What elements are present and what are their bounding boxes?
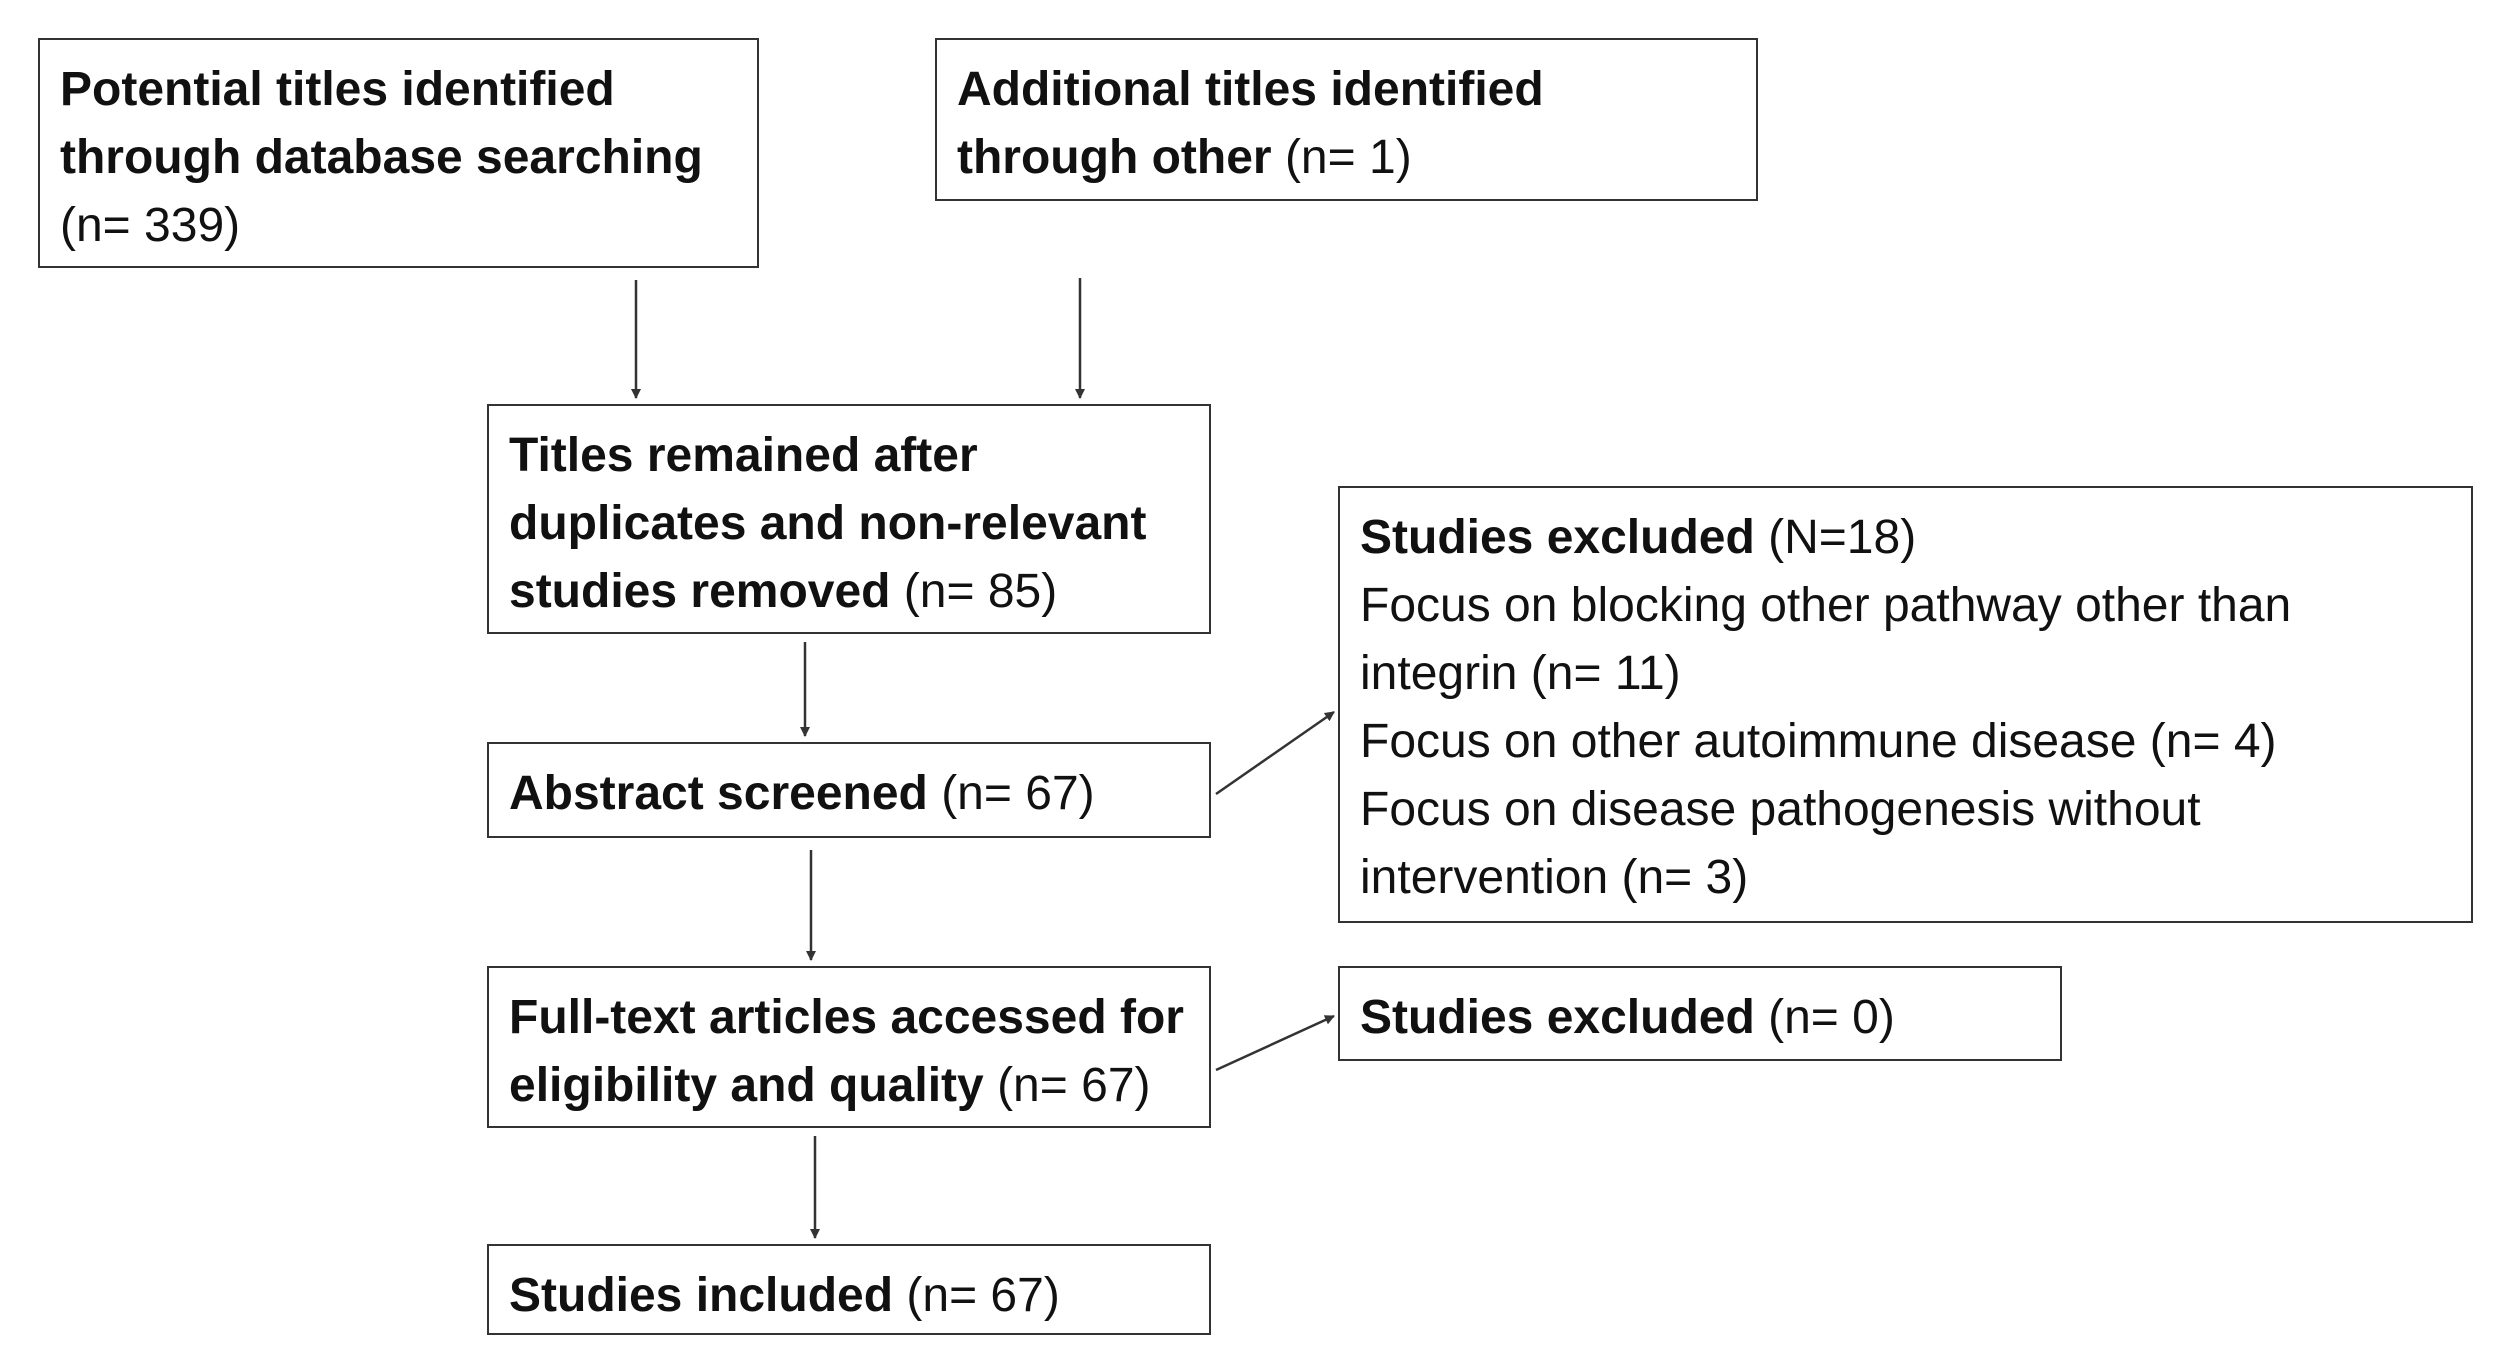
database-search-box: Potential titles identified through data…	[38, 38, 759, 268]
excluded2-label: Studies excluded	[1360, 991, 1755, 1044]
remained-count: (n= 85)	[890, 565, 1058, 618]
abstract-count: (n= 67)	[927, 767, 1095, 820]
exclusion-reason: Focus on other autoimmune disease (n= 4)	[1360, 715, 2277, 768]
included-count: (n= 67)	[893, 1269, 1060, 1322]
database-count: (n= 339)	[60, 199, 241, 252]
remained-line3-bold: studies removed	[509, 565, 891, 618]
titles-remained-box: Titles remained after duplicates and non…	[487, 404, 1211, 634]
exclusion-reason: integrin (n= 11)	[1360, 647, 1681, 700]
excluded2-count: (n= 0)	[1754, 991, 1895, 1044]
remained-line2: duplicates and non-relevant	[509, 497, 1147, 550]
database-line2: through database searching	[60, 131, 703, 184]
database-line1: Potential titles identified	[60, 63, 615, 116]
fulltext-line1: Full-text articles accessed for	[509, 991, 1184, 1044]
exclusion-reason: Focus on disease pathogenesis without	[1360, 783, 2201, 836]
fulltext-line2-bold: eligibility and quality	[509, 1059, 984, 1112]
included-label: Studies included	[509, 1269, 894, 1322]
excluded1-count: (N=18)	[1754, 511, 1917, 564]
other-line2-bold: through other	[957, 131, 1272, 184]
additional-titles-box: Additional titles identified through oth…	[935, 38, 1758, 201]
excluded1-title: Studies excluded	[1360, 511, 1755, 564]
arrow-abstract-to-excluded	[1215, 710, 1335, 796]
other-count: (n= 1)	[1271, 131, 1412, 184]
studies-included-box: Studies included (n= 67)	[487, 1244, 1211, 1335]
full-text-articles-box: Full-text articles accessed for eligibil…	[487, 966, 1211, 1128]
studies-excluded-fulltext-box: Studies excluded (n= 0)	[1338, 966, 2062, 1061]
abstract-screened-box: Abstract screened (n= 67)	[487, 742, 1211, 838]
remained-line1: Titles remained after	[509, 429, 978, 482]
exclusion-reason: Focus on blocking other pathway other th…	[1360, 579, 2292, 632]
fulltext-count: (n= 67)	[983, 1059, 1151, 1112]
abstract-label: Abstract screened	[509, 767, 928, 820]
studies-excluded-abstract-box: Studies excluded (N=18) Focus on blockin…	[1338, 486, 2473, 923]
arrow-fulltext-to-excluded	[1215, 1014, 1335, 1072]
other-line1: Additional titles identified	[957, 63, 1544, 116]
exclusion-reason: intervention (n= 3)	[1360, 851, 1749, 904]
